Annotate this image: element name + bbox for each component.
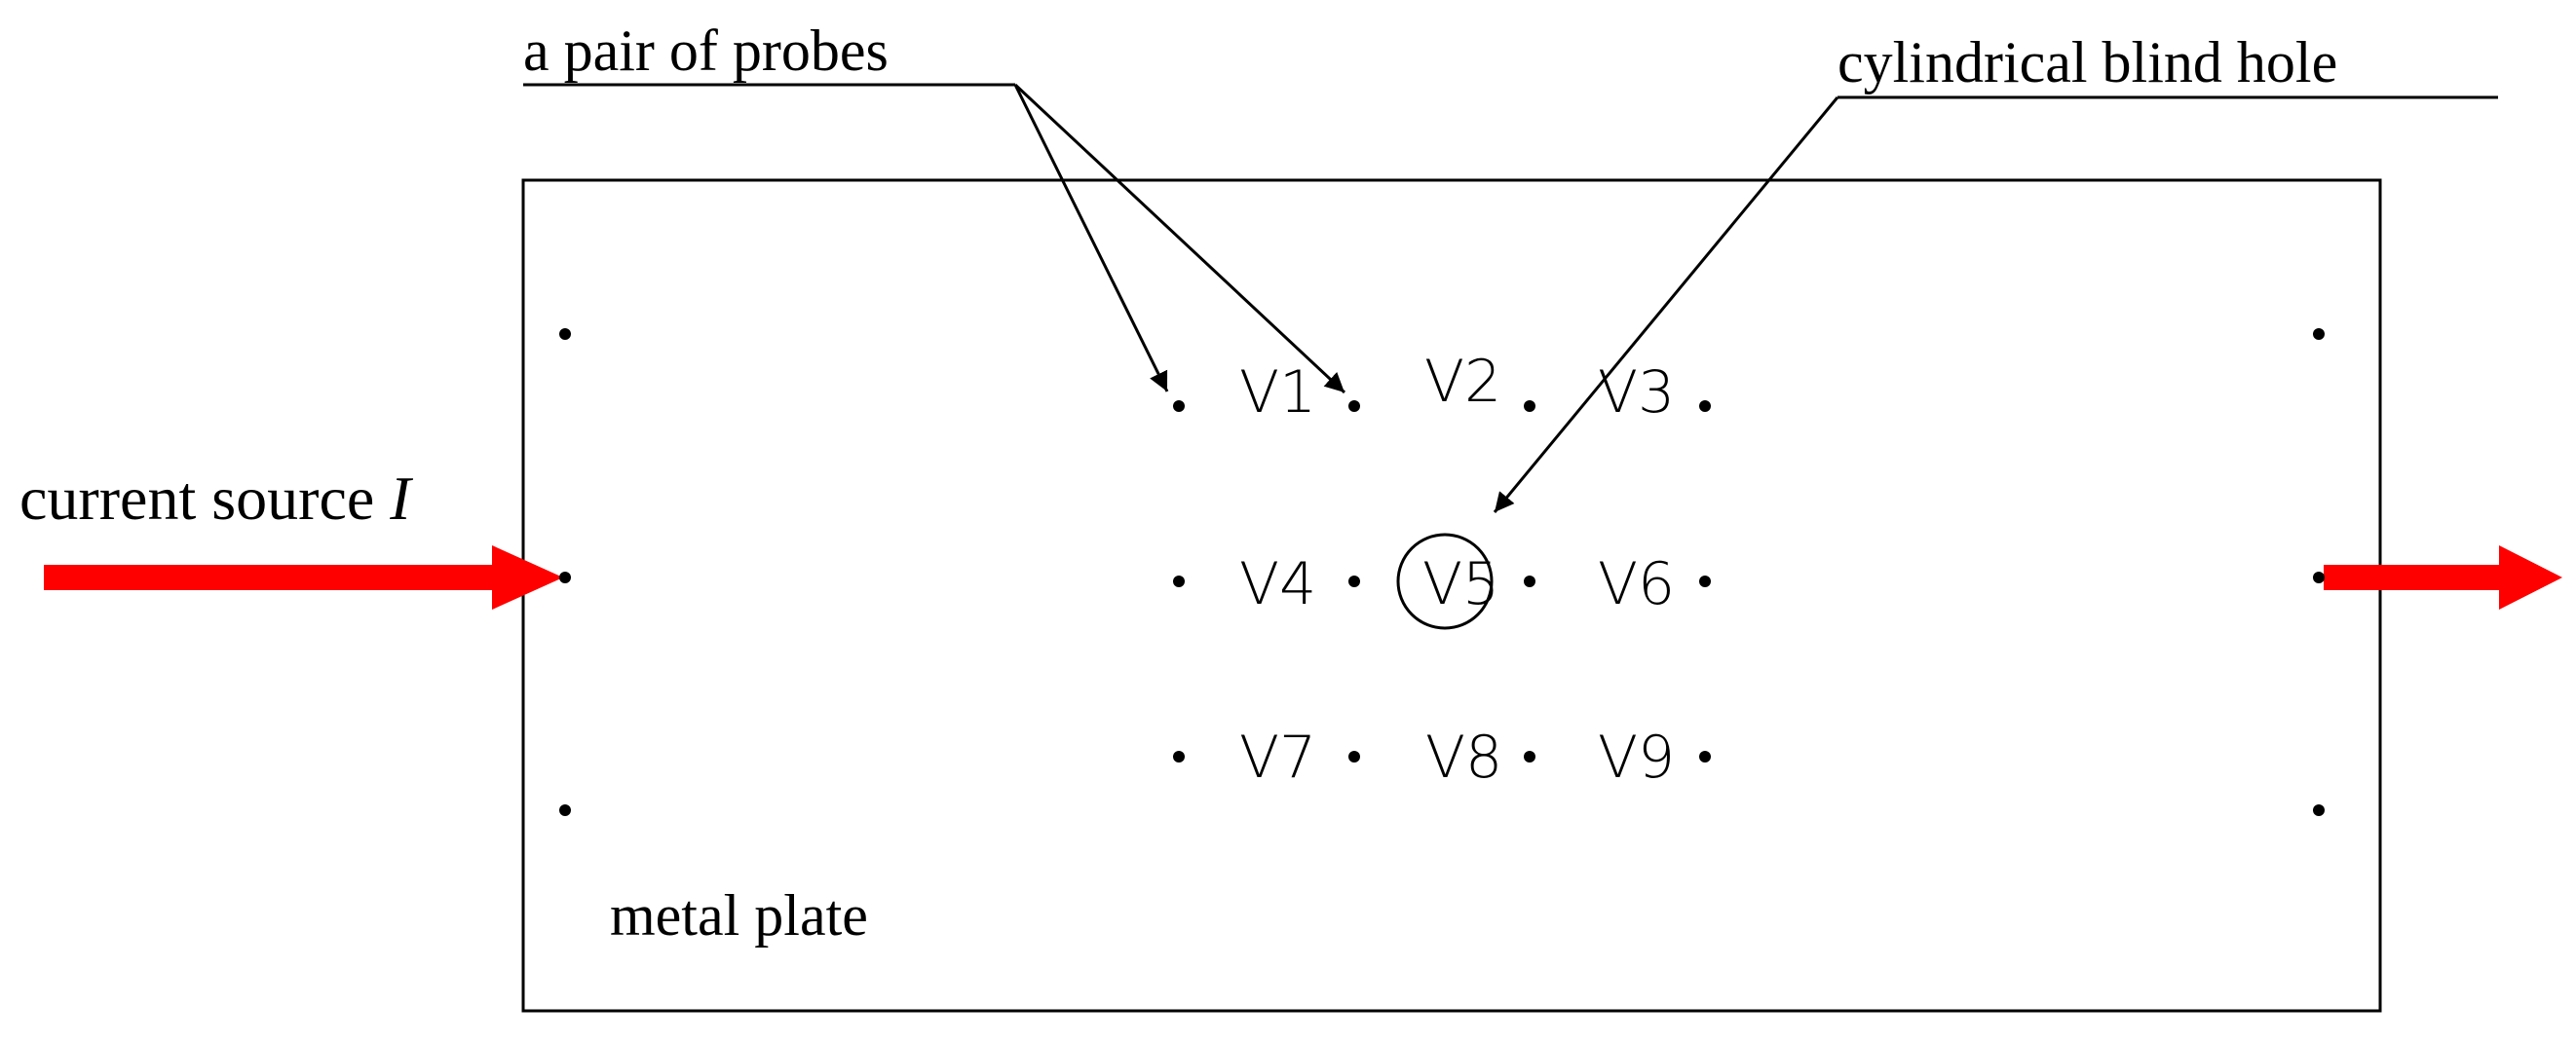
electrode-dot bbox=[559, 804, 571, 816]
probe-dot bbox=[1348, 576, 1360, 587]
probe-dot bbox=[1173, 751, 1185, 763]
voltage-label-v7: V7 bbox=[1239, 724, 1316, 792]
probe-grid bbox=[1173, 400, 1711, 763]
electrode-dot bbox=[2313, 572, 2325, 583]
probe-dot bbox=[1699, 576, 1711, 587]
voltage-label-v1: V1 bbox=[1239, 358, 1316, 427]
probe-dot bbox=[1348, 400, 1360, 412]
edge-electrodes bbox=[559, 328, 2325, 816]
voltage-label-v2: V2 bbox=[1424, 348, 1501, 416]
blind-hole-circle bbox=[1396, 533, 1494, 630]
current-symbol: I bbox=[389, 464, 413, 533]
probe-dot bbox=[1524, 576, 1535, 587]
blind-hole-leader bbox=[1493, 96, 1839, 513]
probe-leader-right bbox=[1013, 83, 1346, 394]
voltage-label-v9: V9 bbox=[1598, 724, 1675, 792]
current-source-text: current source bbox=[19, 464, 390, 533]
electrode-dot bbox=[559, 572, 571, 583]
probe-dot bbox=[1173, 576, 1185, 587]
probes-callout: a pair of probes bbox=[523, 19, 1346, 394]
probe-dot bbox=[1699, 400, 1711, 412]
blind-hole-label: cylindrical blind hole bbox=[1837, 30, 2337, 94]
probe-dot bbox=[1524, 400, 1535, 412]
voltage-label-v5: V5 bbox=[1422, 550, 1499, 618]
probe-dot bbox=[1348, 751, 1360, 763]
voltage-labels: V1 V2 V3 V4 V5 V6 V7 V8 V9 bbox=[1239, 348, 1675, 792]
current-in-arrow bbox=[44, 545, 563, 610]
voltage-label-v6: V6 bbox=[1598, 550, 1675, 618]
electrode-dot bbox=[2313, 804, 2325, 816]
probe-dot bbox=[1524, 751, 1535, 763]
electrode-dot bbox=[2313, 328, 2325, 340]
electrode-dot bbox=[559, 328, 571, 340]
probes-label: a pair of probes bbox=[523, 19, 889, 83]
voltage-label-v3: V3 bbox=[1598, 358, 1675, 427]
voltage-label-v8: V8 bbox=[1425, 724, 1502, 792]
metal-plate-label: metal plate bbox=[610, 883, 868, 948]
voltage-label-v4: V4 bbox=[1239, 550, 1316, 618]
current-source-label: current source I bbox=[19, 464, 413, 533]
probe-leader-left bbox=[1013, 84, 1169, 392]
blind-hole-callout: cylindrical blind hole bbox=[1493, 30, 2498, 513]
current-out-arrow bbox=[2324, 545, 2562, 610]
probe-dot bbox=[1699, 751, 1711, 763]
probe-dot bbox=[1173, 400, 1185, 412]
